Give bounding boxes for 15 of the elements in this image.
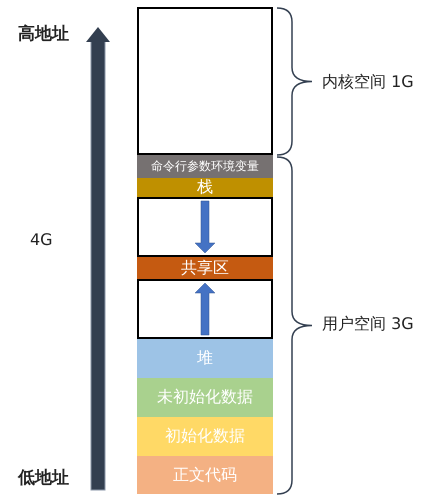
memory-region xyxy=(137,197,273,257)
memory-segment: 命令行参数环境变量 xyxy=(137,155,273,178)
address-label: 低地址 xyxy=(18,467,69,489)
region-label: 内核空间 1G xyxy=(322,72,414,93)
memory-segment: 未初始化数据 xyxy=(137,378,273,417)
memory-region xyxy=(137,279,273,339)
memory-segment: 共享区 xyxy=(137,257,273,279)
memory-segment: 堆 xyxy=(137,339,273,378)
memory-segment: 初始化数据 xyxy=(137,417,273,456)
memory-segment: 正文代码 xyxy=(137,456,273,494)
region-label: 用户空间 3G xyxy=(322,314,414,335)
size-label: 4G xyxy=(30,230,53,249)
address-label: 高地址 xyxy=(18,23,69,45)
memory-region xyxy=(137,7,273,155)
memory-segment: 栈 xyxy=(137,178,273,197)
